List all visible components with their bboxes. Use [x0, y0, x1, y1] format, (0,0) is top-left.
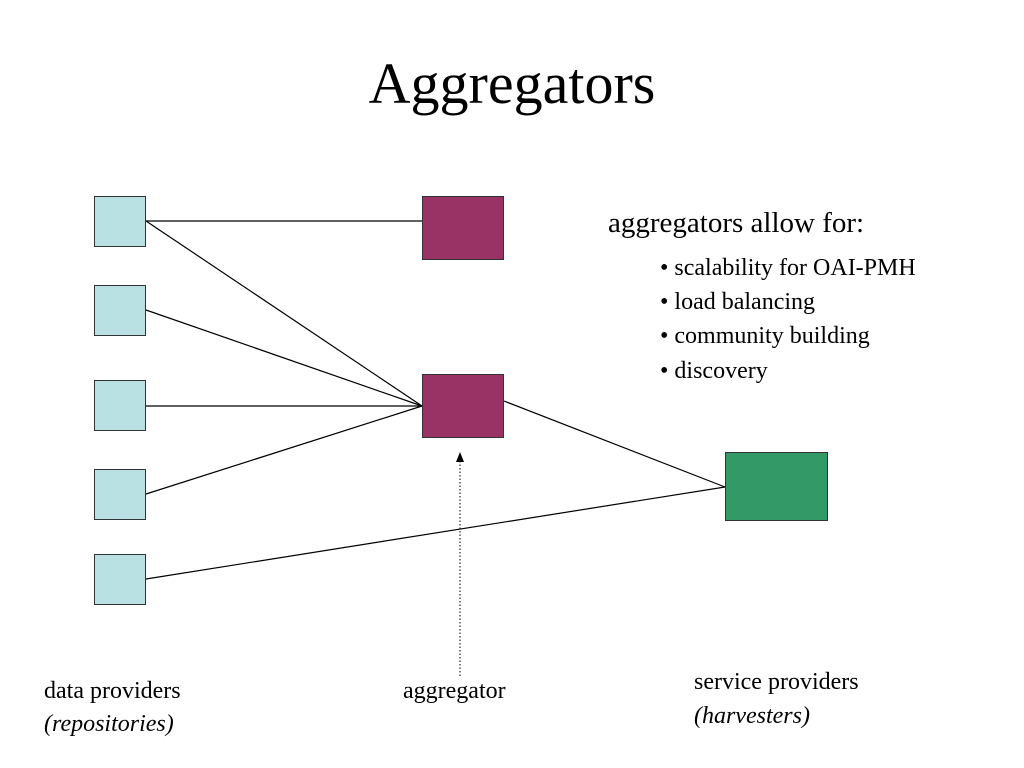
data-providers-sublabel: (repositories)	[44, 711, 174, 737]
service-providers-sublabel: (harvesters)	[694, 703, 810, 729]
data-provider-box-1	[94, 196, 146, 247]
aggregator-pointer-arrowhead	[456, 452, 464, 462]
line-dp5-service-provider	[145, 486, 726, 580]
benefit-item: • discovery	[660, 358, 768, 384]
service-providers-label: service providers	[694, 669, 859, 695]
benefit-item: • scalability for OAI-PMH	[660, 255, 916, 281]
line-dp4-aggregator	[145, 405, 423, 495]
line-dp2-aggregator	[145, 309, 423, 407]
line-aggregator-service-provider	[503, 400, 726, 488]
page-title: Aggregators	[368, 51, 656, 116]
data-provider-box-4	[94, 469, 146, 520]
data-providers-label: data providers	[44, 678, 181, 704]
data-provider-box-3	[94, 380, 146, 431]
line-dp1-aggregator	[145, 220, 423, 407]
aggregator-label: aggregator	[403, 678, 506, 704]
benefit-item: • community building	[660, 323, 870, 349]
data-provider-box-2	[94, 285, 146, 336]
benefit-item: • load balancing	[660, 289, 816, 315]
service-provider-box	[725, 452, 828, 521]
data-provider-box-5	[94, 554, 146, 605]
benefits-heading: aggregators allow for:	[608, 207, 865, 239]
aggregator-box-top	[422, 196, 504, 260]
aggregator-box-main	[422, 374, 504, 438]
